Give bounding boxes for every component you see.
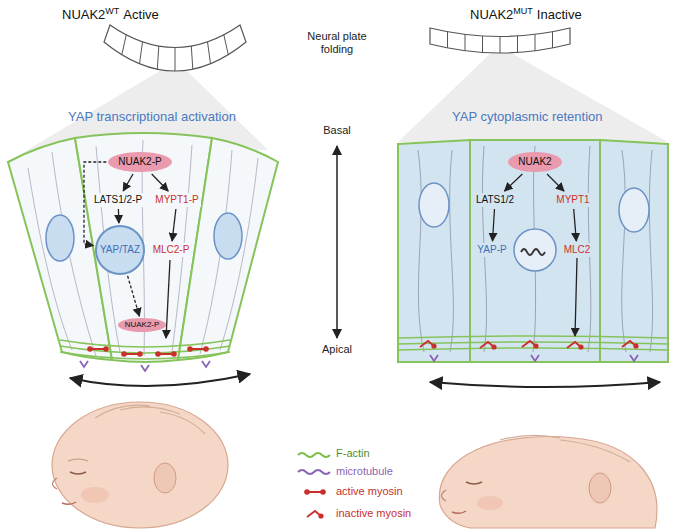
active-myosin-sample [304,489,326,495]
legend-text: inactive myosin [336,507,411,520]
microtubule-sample [298,470,330,474]
heading-text: Inactive [537,7,582,22]
axis-label: Basal [323,124,351,137]
node-text: MLC2 [564,244,591,255]
legend-text: active myosin [336,485,403,498]
dashed-signal-arrow [128,276,140,316]
node-text: MYPT1 [556,194,589,205]
stage-label: Neural plate folding [297,30,377,56]
node-text: NUAK2-P [118,156,161,167]
protein-label: MYPT1-P [153,193,200,207]
genotype-superscript: MUT [513,6,533,16]
protein-label: MLC2 [562,243,593,257]
nucleus: YAP/TAZ [95,225,145,275]
pathway-arrow [505,174,523,191]
node-text: YAP-P [477,244,506,255]
panel-heading: NUAK2WT Active [62,6,159,24]
legend-text: microtubule [336,465,393,478]
node-text: MYPT1-P [155,194,198,205]
protein-label: MLC2-P [151,243,192,257]
heading-text: Active [123,7,158,22]
pathway-arrow [574,209,577,241]
pathway-arrow [172,209,176,241]
pathway-arrow [118,209,120,223]
yap-state-label: YAP transcriptional activation [68,109,236,125]
f-actin-sample [298,453,330,457]
node-text: LATS1/2-P [94,194,142,205]
node-text: NUAK2 [518,156,551,167]
kinase-blob: NUAK2-P [108,152,171,172]
panel-heading: NUAK2MUT Inactive [470,6,582,24]
protein-label: MYPT1 [554,193,591,207]
pathway-arrow [493,209,495,241]
heading-text: NUAK2 [470,7,513,22]
axis-label: Apical [322,343,352,356]
protein-label: LATS1/2 [474,193,516,207]
yap-state-label: YAP cytoplasmic retention [452,109,603,125]
inactive-myosin-sample [307,511,324,519]
genotype-superscript: WT [105,6,119,16]
kinase-blob: NUAK2-P [118,318,167,332]
pathway-arrow [123,174,133,191]
pathway-arrow [152,174,169,191]
legend-text: F-actin [336,447,370,460]
node-text: YAP/TAZ [100,244,140,256]
heading-text: NUAK2 [62,7,105,22]
node-text: LATS1/2 [476,194,514,205]
pathway-arrow [547,174,564,191]
protein-label: LATS1/2-P [92,193,144,207]
node-text: NUAK2-P [125,320,160,329]
node-text: MLC2-P [153,244,190,255]
protein-label: YAP-P [475,243,508,257]
kinase-blob: NUAK2 [508,152,561,172]
